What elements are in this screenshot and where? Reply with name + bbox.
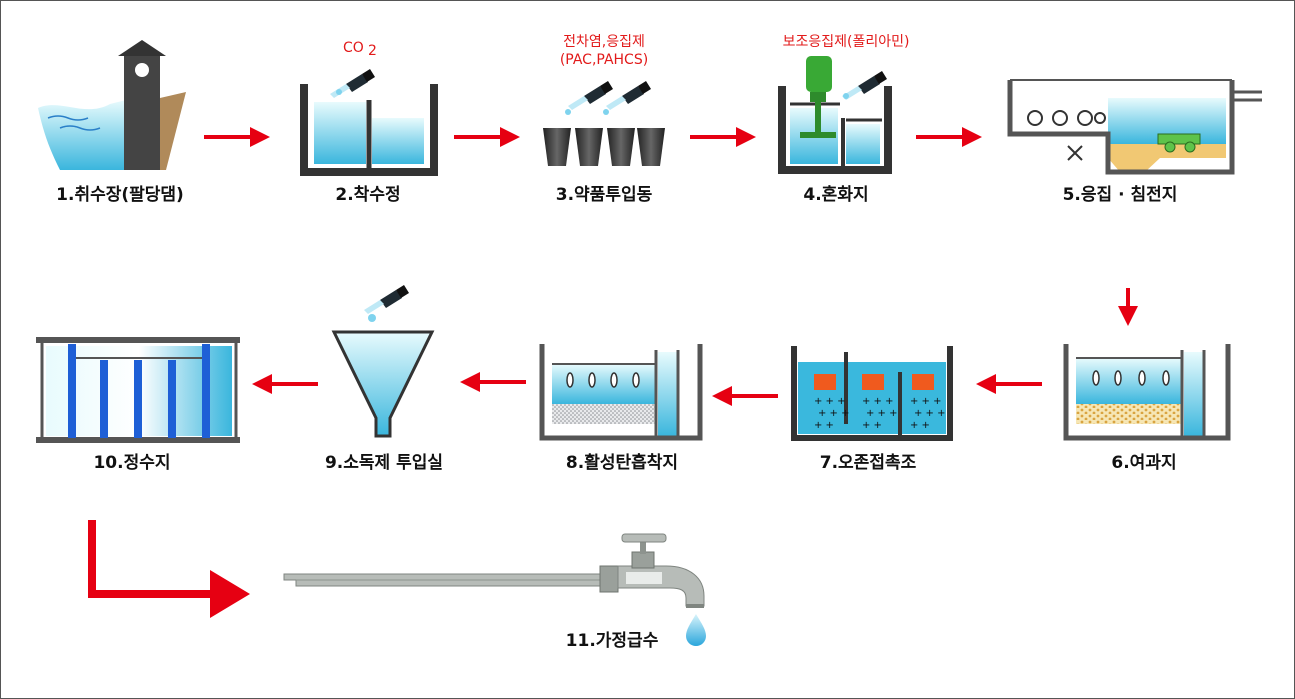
flow-arrow-1-2	[202, 125, 272, 149]
flow-arrow-5-6	[1118, 288, 1138, 326]
activated-carbon-basin-illustration	[539, 344, 703, 441]
step-label-9: 9.소독제 투입실	[325, 453, 443, 473]
flow-arrow-6-7	[974, 372, 1044, 396]
flow-arrow-4-5	[914, 125, 984, 149]
step-label-2: 2.착수정	[335, 185, 400, 205]
step-label-6: 6.여과지	[1111, 453, 1176, 473]
svg-text:+ + +: + + +	[814, 396, 846, 407]
chemical-building-illustration	[543, 81, 665, 166]
svg-text:+ +: + +	[814, 420, 834, 431]
flow-arrow-3-4	[688, 125, 758, 149]
step-label-4: 4.혼화지	[803, 184, 868, 205]
co2-subscript: 2	[368, 43, 377, 59]
svg-text:+ +: + +	[910, 420, 930, 431]
svg-text:+ + +: + + +	[818, 408, 850, 419]
clear-well-illustration	[36, 337, 240, 443]
mixing-basin-illustration	[778, 56, 892, 174]
intake-illustration	[38, 40, 186, 170]
receiving-well-illustration	[300, 69, 438, 176]
sedimentation-basin-illustration	[1007, 79, 1262, 175]
disinfection-room-illustration	[331, 285, 435, 438]
filter-basin-illustration	[1063, 344, 1231, 441]
step-label-10: 10.정수지	[93, 453, 170, 473]
svg-text:+ + +: + + +	[862, 396, 894, 407]
flow-arrow-7-8	[710, 384, 780, 408]
flow-arrow-9-10	[250, 372, 320, 396]
step-label-5: 5.응집 · 침전지	[1063, 184, 1178, 205]
ozone-contact-basin-illustration: + + ++ + ++ + + + ++ + ++ + + + ++ + ++ …	[791, 346, 953, 441]
faucet-illustration	[283, 533, 706, 646]
aux-coagulant-annotation: 보조응집제(폴리아민)	[783, 34, 910, 50]
co2-annotation: CO 2	[343, 40, 377, 59]
step-label-8: 8.활성탄흡착지	[566, 452, 678, 473]
svg-text:+ + +: + + +	[910, 396, 942, 407]
flow-arrow-8-9	[458, 370, 528, 394]
svg-text:+ +: + +	[862, 420, 882, 431]
step-label-11: 11.가정급수	[566, 631, 659, 651]
flow-arrow-10-11	[88, 520, 250, 618]
step-label-3: 3.약품투입동	[556, 184, 653, 205]
step-label-7: 7.오존접촉조	[820, 453, 917, 473]
svg-text:+ + +: + + +	[914, 408, 946, 419]
co2-label: CO	[343, 40, 364, 56]
svg-text:+ + +: + + +	[866, 408, 898, 419]
flow-arrow-2-3	[452, 125, 522, 149]
step-label-1: 1.취수장(팔당댐)	[56, 184, 184, 205]
chemical-annotation-line1: 전차염,응집제	[563, 34, 645, 50]
chemical-annotation-line2: (PAC,PAHCS)	[560, 52, 648, 68]
